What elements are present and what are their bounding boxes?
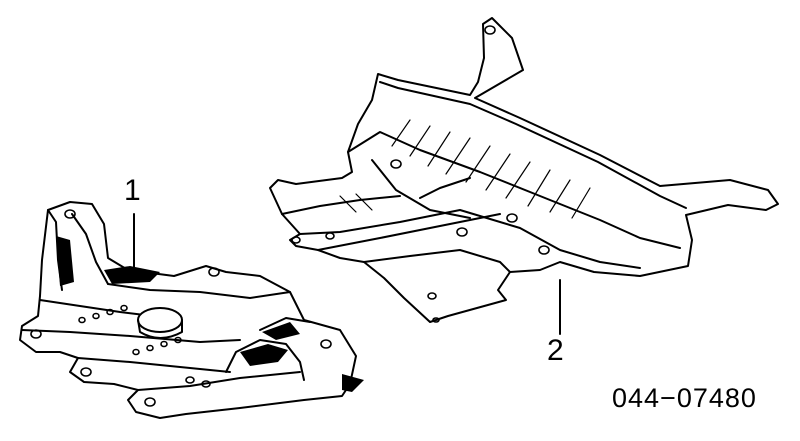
- rear-plate-rail-upper: [281, 195, 401, 215]
- rear-plate-rail: [299, 209, 641, 269]
- rear-plate-crossmember-2: [419, 177, 471, 199]
- front-plate-arch-top: [259, 317, 311, 331]
- front-plate-outline: [19, 201, 357, 419]
- rear-plate-inner-edge: [379, 81, 687, 209]
- front-plate-mid-rail: [21, 329, 241, 343]
- front-plate-boss-side: [137, 319, 183, 339]
- rear-plate-bolt-holes: [291, 25, 550, 323]
- front-skid-plate: [19, 201, 364, 419]
- front-plate-bottom-rail: [137, 371, 301, 391]
- front-plate-bolt-holes: [30, 209, 332, 407]
- rear-plate-tab-edge: [363, 249, 511, 273]
- diagram-part-number: 044−07480: [612, 383, 757, 413]
- front-plate-bracket-curve: [71, 213, 109, 285]
- front-plate-top-rail: [107, 283, 291, 299]
- rear-plate-rail-lower: [317, 213, 501, 251]
- front-plate-arch: [225, 339, 305, 381]
- front-plate-boss: [137, 307, 183, 333]
- rear-plate-crossmember: [371, 159, 471, 219]
- callout-label-1: 1: [124, 174, 141, 207]
- callout-label-2: 2: [547, 334, 564, 367]
- front-plate-lower-rail: [77, 357, 231, 373]
- front-plate-shading: [56, 236, 364, 392]
- rear-plate-hatching: [339, 119, 591, 219]
- rear-skid-plate: [269, 17, 779, 323]
- rear-plate-flange: [347, 131, 681, 249]
